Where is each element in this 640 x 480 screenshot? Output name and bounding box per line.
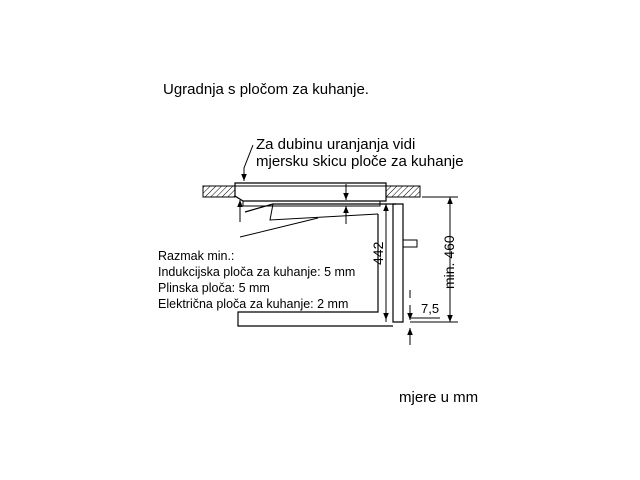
units-note: mjere u mm	[399, 389, 479, 406]
worktop-right	[385, 185, 421, 198]
dim-442-label: 442	[370, 241, 386, 265]
immersion-note-line-2: mjersku skicu ploče za kuhanje	[256, 153, 464, 170]
gap-info-induction: Indukcijska ploča za kuhanje: 5 mm	[158, 265, 356, 279]
dim-offset-label: 7,5	[421, 301, 440, 316]
worktop-left	[202, 185, 236, 198]
diagram-title: Ugradnja s pločom za kuhanje.	[163, 81, 369, 98]
oven-body	[237, 214, 393, 327]
gap-info-electric: Električna ploča za kuhanje: 2 mm	[158, 297, 349, 311]
gap-info-heading: Razmak min.:	[158, 249, 235, 263]
gap-leader	[239, 217, 319, 238]
oven-handle	[402, 239, 418, 248]
cooktop-outline	[234, 182, 387, 202]
oven-top-profile	[244, 203, 396, 213]
oven-front-panel	[392, 203, 404, 323]
immersion-note-line-1: Za dubinu uranjanja vidi	[256, 136, 416, 153]
dim-460-label: min. 460	[441, 235, 457, 289]
note-leader	[241, 144, 254, 181]
gap-info-gas: Plinska ploča: 5 mm	[158, 281, 270, 295]
